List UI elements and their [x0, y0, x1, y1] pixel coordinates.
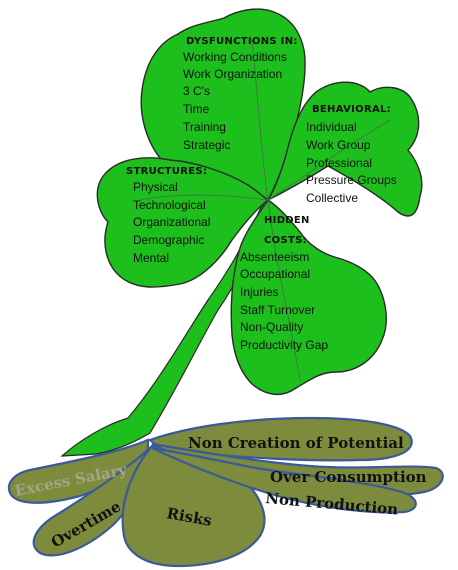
structures-item: Mental [133, 251, 169, 265]
dysfunction-item: Strategic [183, 138, 230, 152]
behavioral-item: Professional [306, 156, 372, 170]
structures-item: Physical [133, 180, 178, 194]
structures-item: Organizational [133, 215, 210, 229]
structures-item: Technological [133, 198, 206, 212]
dysfunctions-heading: DYSFUNCTIONS IN: [186, 36, 298, 47]
hidden-costs-item: Staff Turnover [240, 303, 315, 317]
hidden-costs-item: Absenteeism [240, 250, 309, 264]
hidden-costs-heading-line1: HIDDEN [264, 215, 310, 226]
behavioral-item: Collective [306, 191, 358, 205]
structures-heading: STRUCTURES: [126, 166, 207, 177]
vein-top [251, 39, 269, 201]
vein-left [139, 194, 269, 201]
dysfunction-item: 3 C's [183, 84, 210, 98]
behavioral-item: Work Group [306, 138, 371, 152]
vein-right [267, 119, 391, 201]
hidden-costs-heading-line2: COSTS: [264, 235, 307, 246]
hidden-costs-item: Productivity Gap [240, 338, 328, 352]
dysfunction-item: Work Organization [183, 67, 282, 81]
root-label-over-consumption: Over Consumption [270, 468, 427, 486]
behavioral-item: Individual [306, 120, 357, 134]
dysfunction-item: Time [183, 102, 210, 116]
vein-bottom [267, 199, 301, 381]
hidden-costs-item: Non-Quality [240, 320, 303, 334]
leaf-hidden-costs [230, 199, 387, 395]
leaf-structures [96, 157, 270, 288]
behavioral-item: Pressure Groups [306, 173, 397, 187]
hidden-costs-item: Occupational [240, 267, 310, 281]
dysfunction-item: Working Conditions [183, 50, 287, 64]
root-label-non-creation: Non Creation of Potential [188, 434, 404, 452]
dysfunction-item: Training [183, 120, 226, 134]
hidden-costs-item: Injuries [240, 285, 279, 299]
behavioral-heading: BEHAVIORAL: [312, 104, 391, 115]
leaf-behavioral [266, 81, 423, 217]
structures-item: Demographic [133, 233, 204, 247]
root-non-production [151, 446, 417, 514]
